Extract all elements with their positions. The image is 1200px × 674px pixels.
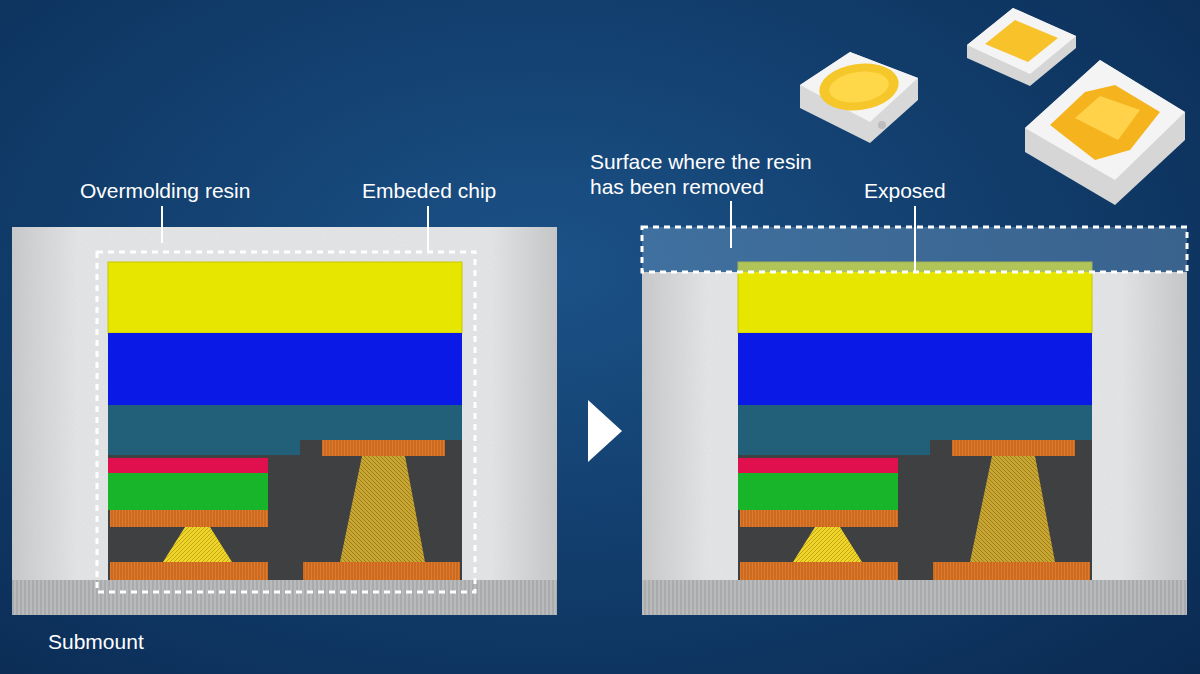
part-label: Submount — [48, 629, 248, 654]
part-label: Embeded chip — [362, 178, 562, 203]
part-label: Surface where the resin has been removed — [590, 149, 835, 199]
part-label: Exposed — [864, 178, 1024, 203]
led-packages — [800, 8, 1185, 205]
part-label: Overmolding resin — [80, 178, 320, 203]
